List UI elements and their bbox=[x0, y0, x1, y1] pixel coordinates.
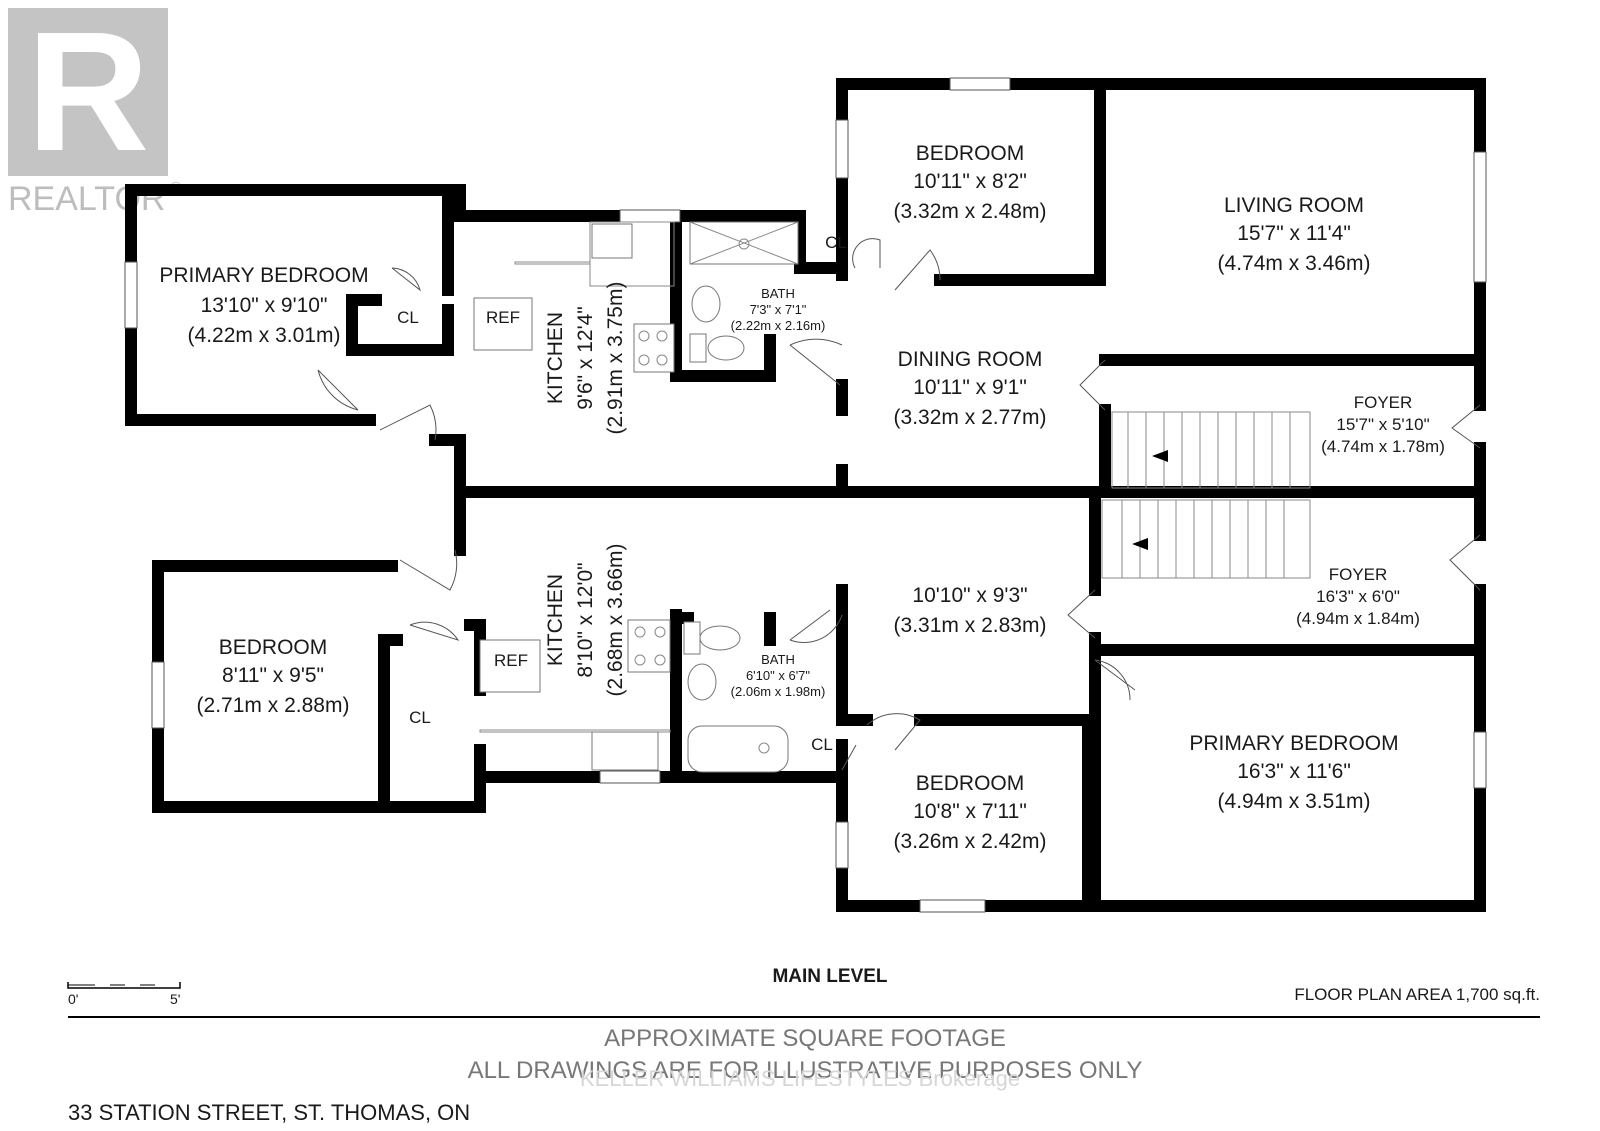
room-dim-metric: (3.26m x 2.42m) bbox=[894, 830, 1047, 853]
room-dim-imperial: 9'6" x 12'4" bbox=[574, 306, 597, 410]
realtor-logo-block bbox=[8, 8, 168, 176]
upper-bath: BATH 7'3" x 7'1" (2.22m x 2.16m) bbox=[731, 286, 826, 333]
room-dim-metric: (4.74m x 3.46m) bbox=[1218, 252, 1371, 275]
room-name: PRIMARY BEDROOM bbox=[1189, 732, 1398, 755]
room-name: FOYER bbox=[1354, 393, 1413, 412]
room-dim-imperial: 10'11" x 8'2" bbox=[913, 170, 1027, 193]
lower-foyer: FOYER 16'3" x 6'0" (4.94m x 1.84m) bbox=[1296, 565, 1420, 628]
room-dim-imperial: 16'3" x 11'6" bbox=[1237, 760, 1351, 783]
closet-label: CL bbox=[825, 233, 847, 252]
room-name: PRIMARY BEDROOM bbox=[159, 264, 368, 287]
room-dim-metric: (2.71m x 2.88m) bbox=[197, 694, 350, 717]
room-dim-imperial: 7'3" x 7'1" bbox=[750, 302, 807, 317]
room-name: LIVING ROOM bbox=[1224, 194, 1364, 217]
lower-kitchen: KITCHEN 8'10" x 12'0" (2.68m x 3.66m) bbox=[544, 544, 627, 697]
room-name: FOYER bbox=[1329, 565, 1388, 584]
level-title: MAIN LEVEL bbox=[772, 966, 887, 987]
disclaimer-line-1: APPROXIMATE SQUARE FOOTAGE bbox=[604, 1025, 1006, 1052]
room-dim-imperial: 10'11" x 9'1" bbox=[913, 376, 1027, 399]
lower-living: 10'10" x 9'3" (3.31m x 2.83m) bbox=[894, 584, 1047, 637]
living-room: LIVING ROOM 15'7" x 11'4" (4.74m x 3.46m… bbox=[1218, 194, 1371, 275]
room-name: BEDROOM bbox=[219, 636, 328, 659]
room-dim-metric: (3.32m x 2.48m) bbox=[894, 200, 1047, 223]
scale-end: 5' bbox=[170, 991, 180, 1007]
windows bbox=[124, 77, 1487, 913]
room-dim-metric: (4.94m x 3.51m) bbox=[1218, 790, 1371, 813]
room-dim-imperial: 10'8" x 7'11" bbox=[913, 800, 1027, 823]
upper-primary-bedroom: PRIMARY BEDROOM 13'10" x 9'10" (4.22m x … bbox=[159, 264, 368, 347]
room-dim-imperial: 8'10" x 12'0" bbox=[574, 562, 597, 677]
disclaimer-line-2: ALL DRAWINGS ARE FOR ILLUSTRATIVE PURPOS… bbox=[468, 1057, 1143, 1084]
lower-bedroom: BEDROOM 10'8" x 7'11" (3.26m x 2.42m) bbox=[894, 772, 1047, 853]
closet-label: CL bbox=[409, 708, 431, 727]
room-name: KITCHEN bbox=[544, 312, 567, 404]
room-dim-metric: (4.22m x 3.01m) bbox=[188, 324, 341, 347]
closet-label: CL bbox=[811, 735, 833, 754]
room-dim-metric: (4.94m x 1.84m) bbox=[1296, 609, 1420, 628]
room-dim-imperial: 16'3" x 6'0" bbox=[1316, 587, 1400, 606]
room-dim-metric: (3.31m x 2.83m) bbox=[894, 614, 1047, 637]
scale-bar: 0' 5' bbox=[67, 982, 181, 1007]
room-name: BATH bbox=[761, 286, 795, 301]
upper-foyer: FOYER 15'7" x 5'10" (4.74m x 1.78m) bbox=[1321, 393, 1445, 456]
door-swings bbox=[317, 238, 1481, 771]
lower-bath: BATH 6'10" x 6'7" (2.06m x 1.98m) bbox=[731, 652, 826, 699]
room-dim-metric: (3.32m x 2.77m) bbox=[894, 406, 1047, 429]
room-dim-imperial: 15'7" x 11'4" bbox=[1237, 222, 1351, 245]
lower-primary-bedroom: PRIMARY BEDROOM 16'3" x 11'6" (4.94m x 3… bbox=[1189, 732, 1398, 813]
room-name: BATH bbox=[761, 652, 795, 667]
realtor-logo-mark: R bbox=[27, 0, 150, 187]
room-dim-imperial: 8'11" x 9'5" bbox=[222, 664, 324, 687]
upper-bedroom: BEDROOM 10'11" x 8'2" (3.32m x 2.48m) bbox=[894, 142, 1047, 223]
fridge-label: REF bbox=[494, 651, 528, 670]
scale-start: 0' bbox=[68, 991, 78, 1007]
room-dim-metric: (2.91m x 3.75m) bbox=[604, 282, 627, 435]
room-name: BEDROOM bbox=[916, 772, 1025, 795]
room-dim-imperial: 15'7" x 5'10" bbox=[1336, 415, 1429, 434]
room-dim-metric: (2.22m x 2.16m) bbox=[731, 318, 826, 333]
room-dim-metric: (4.74m x 1.78m) bbox=[1321, 437, 1445, 456]
floor-area: FLOOR PLAN AREA 1,700 sq.ft. bbox=[1294, 985, 1540, 1004]
room-dim-imperial: 13'10" x 9'10" bbox=[201, 294, 328, 317]
room-dim-metric: (2.06m x 1.98m) bbox=[731, 684, 826, 699]
fixtures bbox=[473, 221, 1311, 773]
room-dim-imperial: 6'10" x 6'7" bbox=[746, 668, 810, 683]
room-name: BEDROOM bbox=[916, 142, 1025, 165]
room-dim-metric: (2.68m x 3.66m) bbox=[604, 544, 627, 697]
lower-bedroom-left: BEDROOM 8'11" x 9'5" (2.71m x 2.88m) bbox=[197, 636, 350, 717]
room-labels: PRIMARY BEDROOM 13'10" x 9'10" (4.22m x … bbox=[159, 142, 1445, 853]
fridge-label: REF bbox=[486, 308, 520, 327]
closet-label: CL bbox=[397, 308, 419, 327]
watermark: KELLER WILLIAMS LIFESTYLES Brokerage bbox=[580, 1066, 1020, 1091]
room-name: KITCHEN bbox=[544, 574, 567, 666]
dining-room: DINING ROOM 10'11" x 9'1" (3.32m x 2.77m… bbox=[894, 348, 1047, 429]
property-address: 33 STATION STREET, ST. THOMAS, ON bbox=[68, 1100, 470, 1125]
room-name: DINING ROOM bbox=[898, 348, 1043, 371]
upper-kitchen: KITCHEN 9'6" x 12'4" (2.91m x 3.75m) bbox=[544, 282, 627, 435]
room-dim-imperial: 10'10" x 9'3" bbox=[912, 584, 1027, 607]
realtor-logo: R REALTOR ® bbox=[8, 0, 182, 218]
